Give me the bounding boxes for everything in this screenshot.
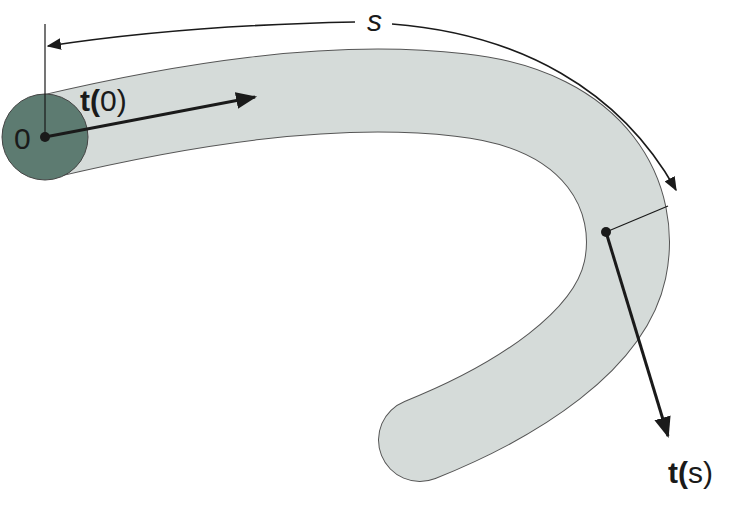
- end-tick: [606, 206, 668, 232]
- arc-length-arrow: [392, 24, 676, 190]
- arc-length-arrow: [48, 22, 355, 46]
- tangent-vector: [45, 97, 255, 137]
- origin-dot: [40, 132, 50, 142]
- start-tick: [44, 24, 45, 137]
- arc-length-label: s: [364, 6, 385, 36]
- tangent-vector: [606, 232, 668, 436]
- point-dot: [601, 227, 611, 237]
- origin-label: 0: [14, 124, 31, 154]
- tube-outline: [45, 91, 628, 440]
- vector-label: t(s): [668, 458, 713, 488]
- vector-label: t(0): [80, 86, 127, 116]
- tube-body: [45, 91, 628, 440]
